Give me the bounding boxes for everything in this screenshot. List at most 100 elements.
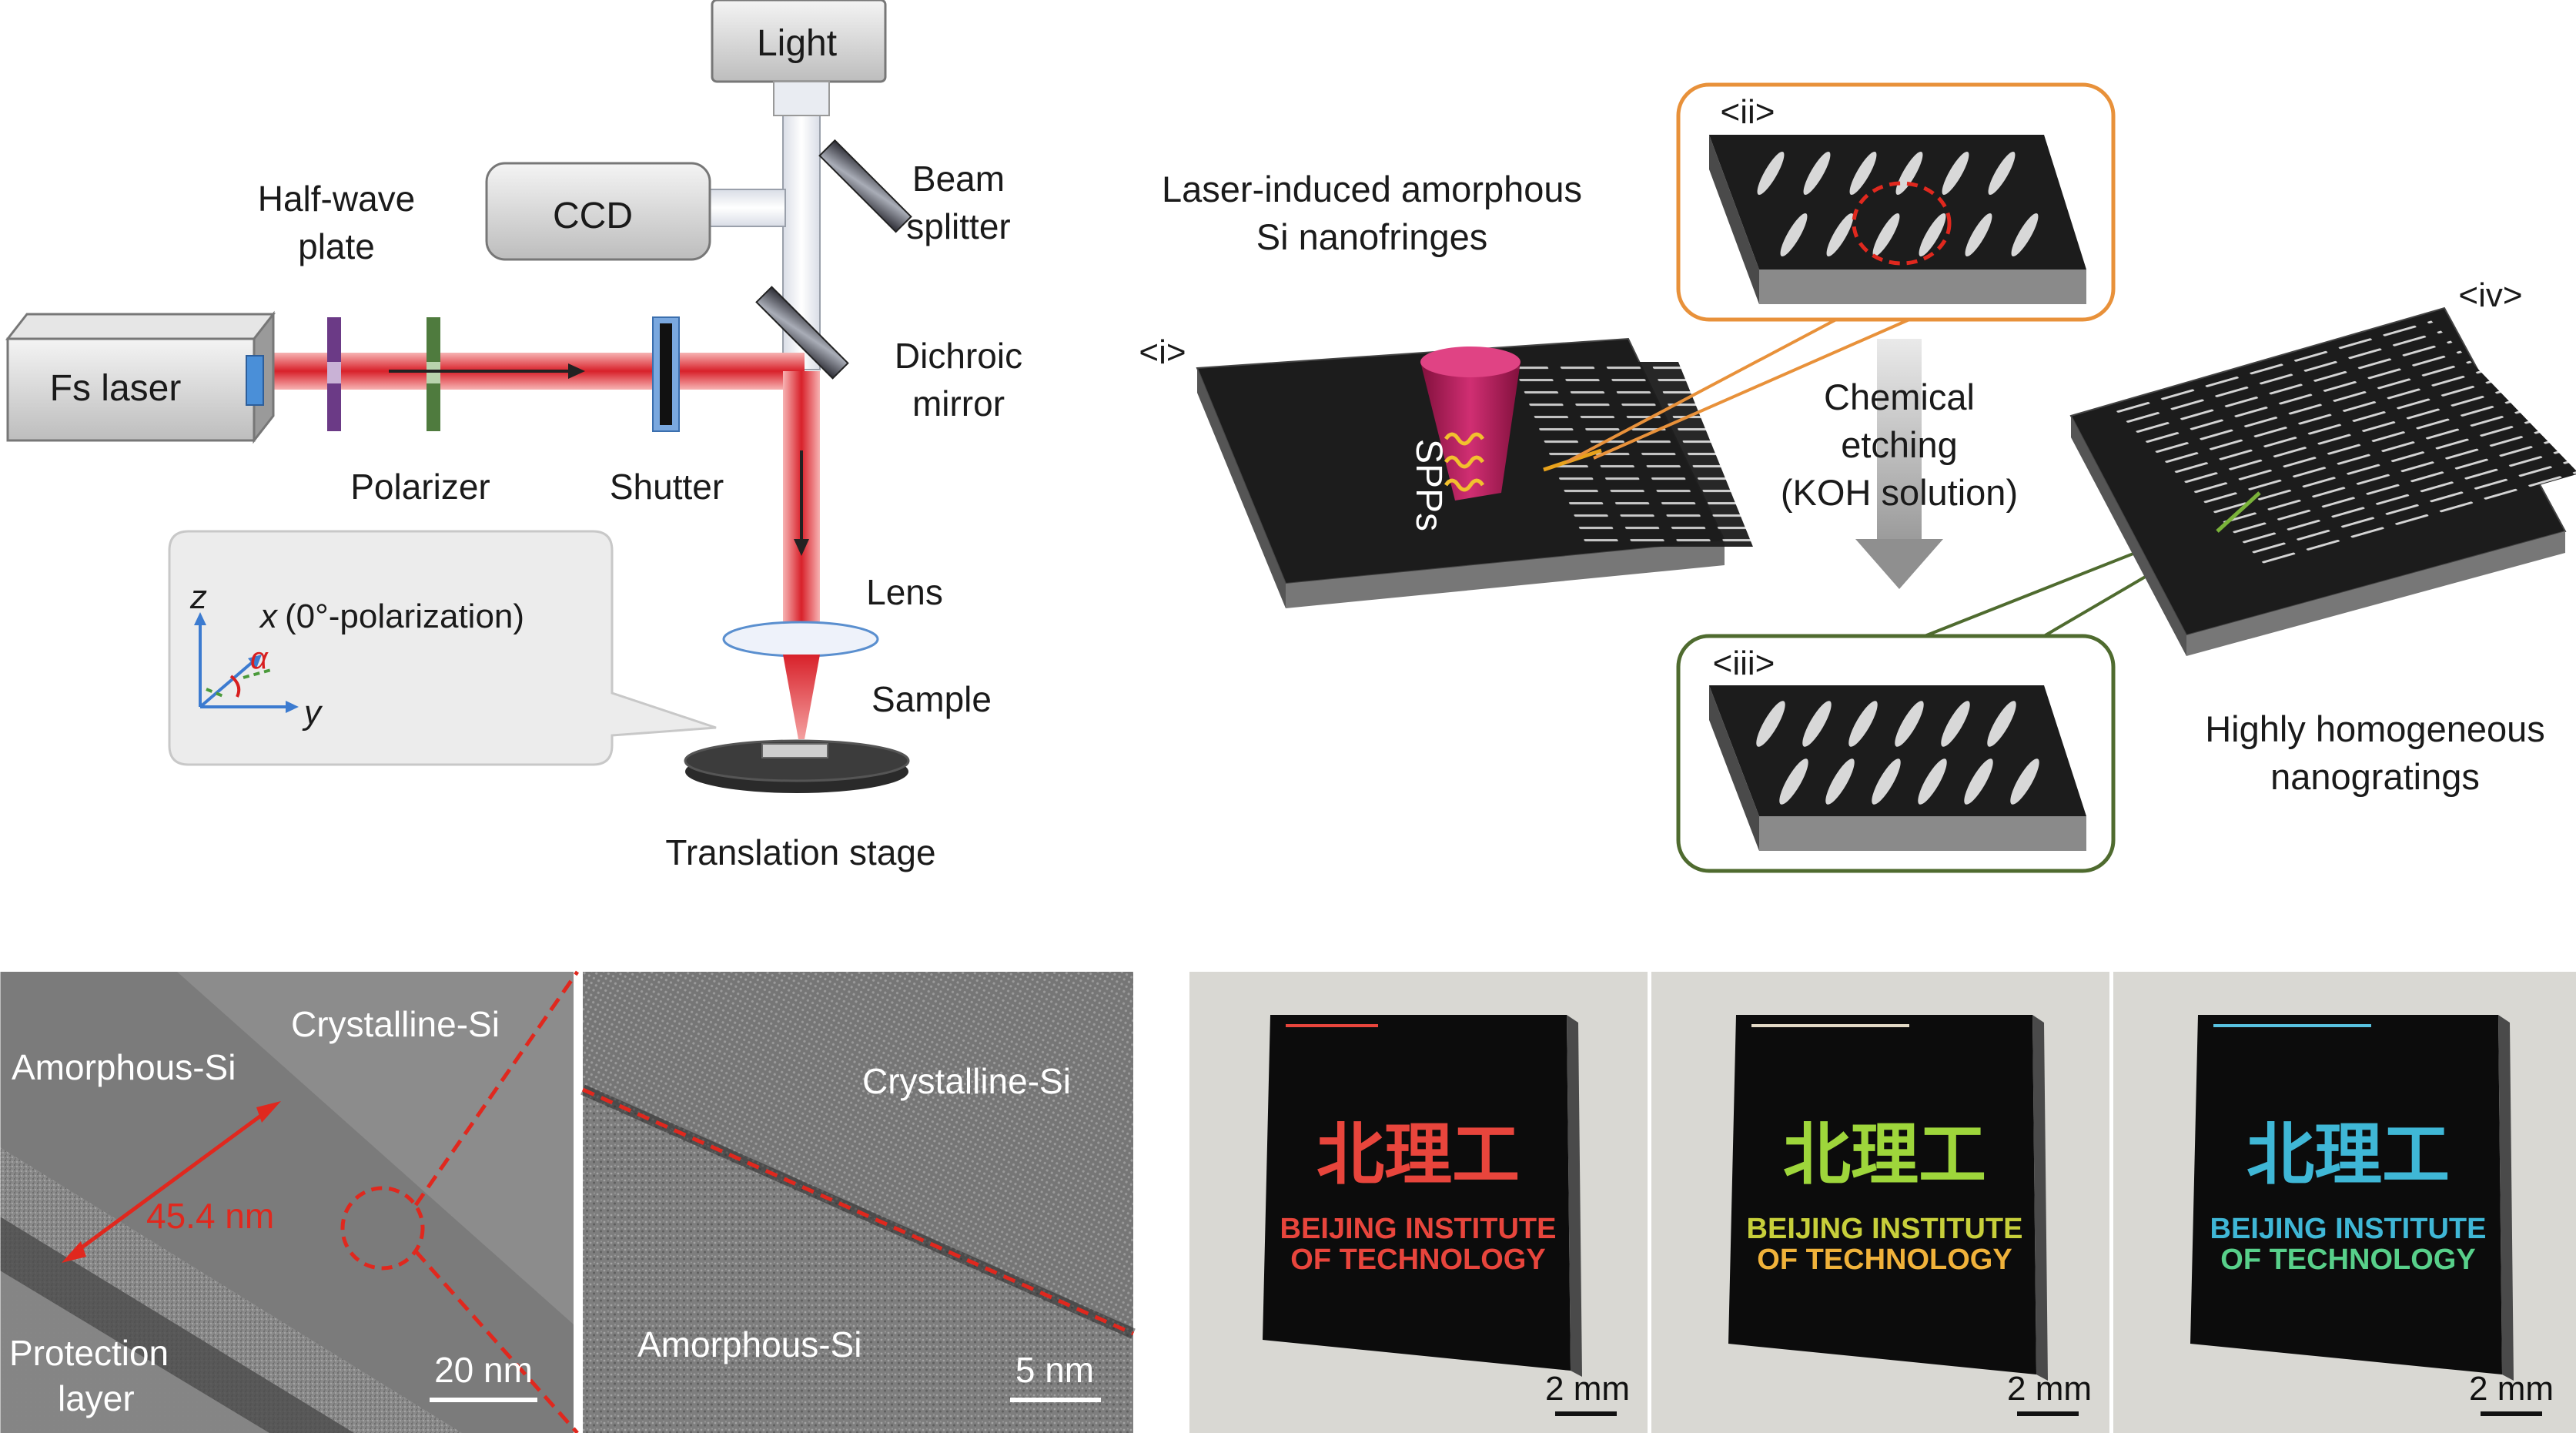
beam-direction-arrowhead-v — [794, 539, 809, 556]
half-wave-plate-center — [327, 362, 341, 383]
thickness-arrow — [68, 1104, 275, 1259]
sample-i-side-left — [1197, 368, 1286, 608]
process-title-line-1: Laser-induced amorphous — [1162, 169, 1582, 209]
result-line-2: nanogratings — [2270, 756, 2480, 797]
photo-red-sample-edge — [1567, 1015, 1582, 1377]
protection-line-2: layer — [58, 1378, 135, 1418]
fs-laser-aperture — [246, 355, 264, 406]
sample — [761, 743, 828, 758]
tem-right-scale-bar — [1010, 1398, 1101, 1402]
tem-panel: Amorphous-Si Crystalline-Si 45.4 nm Prot… — [0, 970, 1136, 1433]
beam-direction-arrowhead-h — [568, 363, 585, 379]
sample-iv-side-front — [2186, 531, 2565, 656]
setup-panel: Light CCD Beam splitter Dichroic mirror … — [5, 0, 1022, 872]
thickness-label: 45.4 nm — [146, 1196, 274, 1236]
photo-blue: 北理工 BEIJING INSTITUTE OF TECHNOLOGY 2 mm — [2113, 972, 2576, 1433]
etching-line-3: (KOH solution) — [1781, 472, 2018, 513]
axis-y-label: y — [302, 694, 323, 732]
fs-laser-label: Fs laser — [50, 368, 182, 409]
photo-red-line-1: BEIJING INSTITUTE — [1280, 1213, 1557, 1245]
sample-iv-side-left — [2071, 416, 2186, 656]
photo-green-sample — [1728, 1015, 2036, 1374]
etching-arrowhead — [1855, 539, 1943, 589]
label-i: <i> — [1139, 333, 1186, 371]
beam-splitter — [818, 139, 912, 233]
photo-red-scale-label: 2 mm — [1545, 1370, 1630, 1408]
laser-cone — [1420, 362, 1521, 501]
thickness-arrowhead-2 — [256, 1101, 281, 1123]
zoom-region-circle — [340, 1186, 425, 1271]
sample-iii-side-front — [1759, 816, 2086, 851]
photo-green-line-2: OF TECHNOLOGY — [1757, 1244, 2012, 1276]
sample-ii-highlight — [1852, 181, 1952, 266]
etching-line-1: Chemical — [1824, 377, 1975, 417]
light-source-nozzle — [773, 81, 830, 116]
beam-splitter-line-1: Beam — [912, 159, 1005, 199]
sample-iv-marker — [2216, 491, 2261, 533]
laser-cone-top — [1420, 347, 1521, 377]
beam-splitter-line-2: splitter — [906, 206, 1010, 246]
spps-label: SPPs — [1408, 439, 1449, 531]
x-axis-arrowhead — [248, 655, 262, 668]
alpha-arc — [229, 675, 241, 698]
result-line-1: Highly homogeneous — [2205, 708, 2545, 749]
callout-ii-pointer-1 — [1566, 318, 1837, 464]
photo-blue-chars: 北理工 — [2246, 1117, 2450, 1193]
tem-left-crystalline-region — [0, 972, 574, 1433]
ccd-label: CCD — [553, 196, 633, 236]
focused-beam — [783, 655, 820, 739]
translation-stage — [684, 739, 910, 782]
half-wave-line-1: Half-wave — [258, 179, 416, 219]
tem-left-crystalline-label: Crystalline-Si — [291, 1004, 500, 1044]
etching-line-2: etching — [1841, 424, 1958, 465]
half-wave-line-2: plate — [298, 226, 375, 266]
tem-right-scale-label: 5 nm — [1015, 1350, 1094, 1390]
tem-left-protection-layer — [0, 1271, 269, 1433]
tem-right-crystalline-label: Crystalline-Si — [862, 1061, 1071, 1101]
tem-left-scale-bar — [430, 1398, 537, 1402]
sample-iii-top — [1709, 685, 2086, 816]
sample-i-fringes — [1509, 362, 1753, 547]
sample-iii-fringes — [1756, 701, 2039, 805]
photo-blue-sample-edge — [2498, 1015, 2514, 1381]
photo-green-sample-edge — [2032, 1015, 2048, 1381]
ccd-box — [485, 162, 711, 261]
tem-right-amorphous-region — [583, 1090, 1133, 1433]
shutter-blade — [660, 323, 672, 425]
label-iv: <iv> — [2458, 276, 2522, 314]
polarizer-label: Polarizer — [350, 467, 490, 507]
polarization-inset — [168, 530, 717, 766]
light-label: Light — [757, 23, 837, 64]
tem-left-amorphous-label: Amorphous-Si — [12, 1047, 236, 1087]
etching-arrow-shaft — [1877, 339, 1922, 539]
photo-green: 北理工 BEIJING INSTITUTE OF TECHNOLOGY 2 mm — [1651, 972, 2109, 1433]
polarization-dash-green-1 — [206, 688, 226, 698]
x-axis-line — [199, 659, 256, 708]
tem-left-scale-label: 20 nm — [434, 1350, 533, 1390]
sample-ii-side-left — [1709, 135, 1759, 304]
tem-right-image: Crystalline-Si Amorphous-Si 5 nm — [580, 972, 1136, 1433]
spps-wave-marks — [1444, 432, 1485, 492]
photo-blue-sample — [2190, 1015, 2502, 1374]
axis-x-label: x — [259, 598, 279, 635]
sample-ii-top — [1709, 135, 2086, 270]
y-axis-arrowhead — [286, 701, 299, 713]
polarization-dash-green-2 — [243, 668, 272, 679]
sample-ii-fringes — [1757, 152, 2039, 256]
tem-right-amorphous-label: Amorphous-Si — [637, 1324, 861, 1364]
photo-blue-line-2: OF TECHNOLOGY — [2220, 1244, 2475, 1276]
sample-iv-gratings — [2109, 316, 2576, 565]
sample-ii-side-front — [1759, 270, 2086, 304]
nanograting-array-iv — [2109, 316, 2576, 565]
photo-green-scale-bar — [2017, 1411, 2079, 1416]
lens — [722, 621, 879, 658]
photo-red-sample — [1263, 1015, 1571, 1371]
process-title-line-2: Si nanofringes — [1256, 216, 1487, 257]
tem-right-interface-line — [581, 1087, 1135, 1336]
tem-left-image: Amorphous-Si Crystalline-Si 45.4 nm Prot… — [0, 970, 580, 1433]
photo-green-scale-label: 2 mm — [2007, 1370, 2092, 1408]
photo-blue-line-1: BEIJING INSTITUTE — [2210, 1213, 2487, 1245]
ccd-path-tube — [708, 189, 786, 227]
dichroic-line-2: mirror — [912, 383, 1005, 424]
